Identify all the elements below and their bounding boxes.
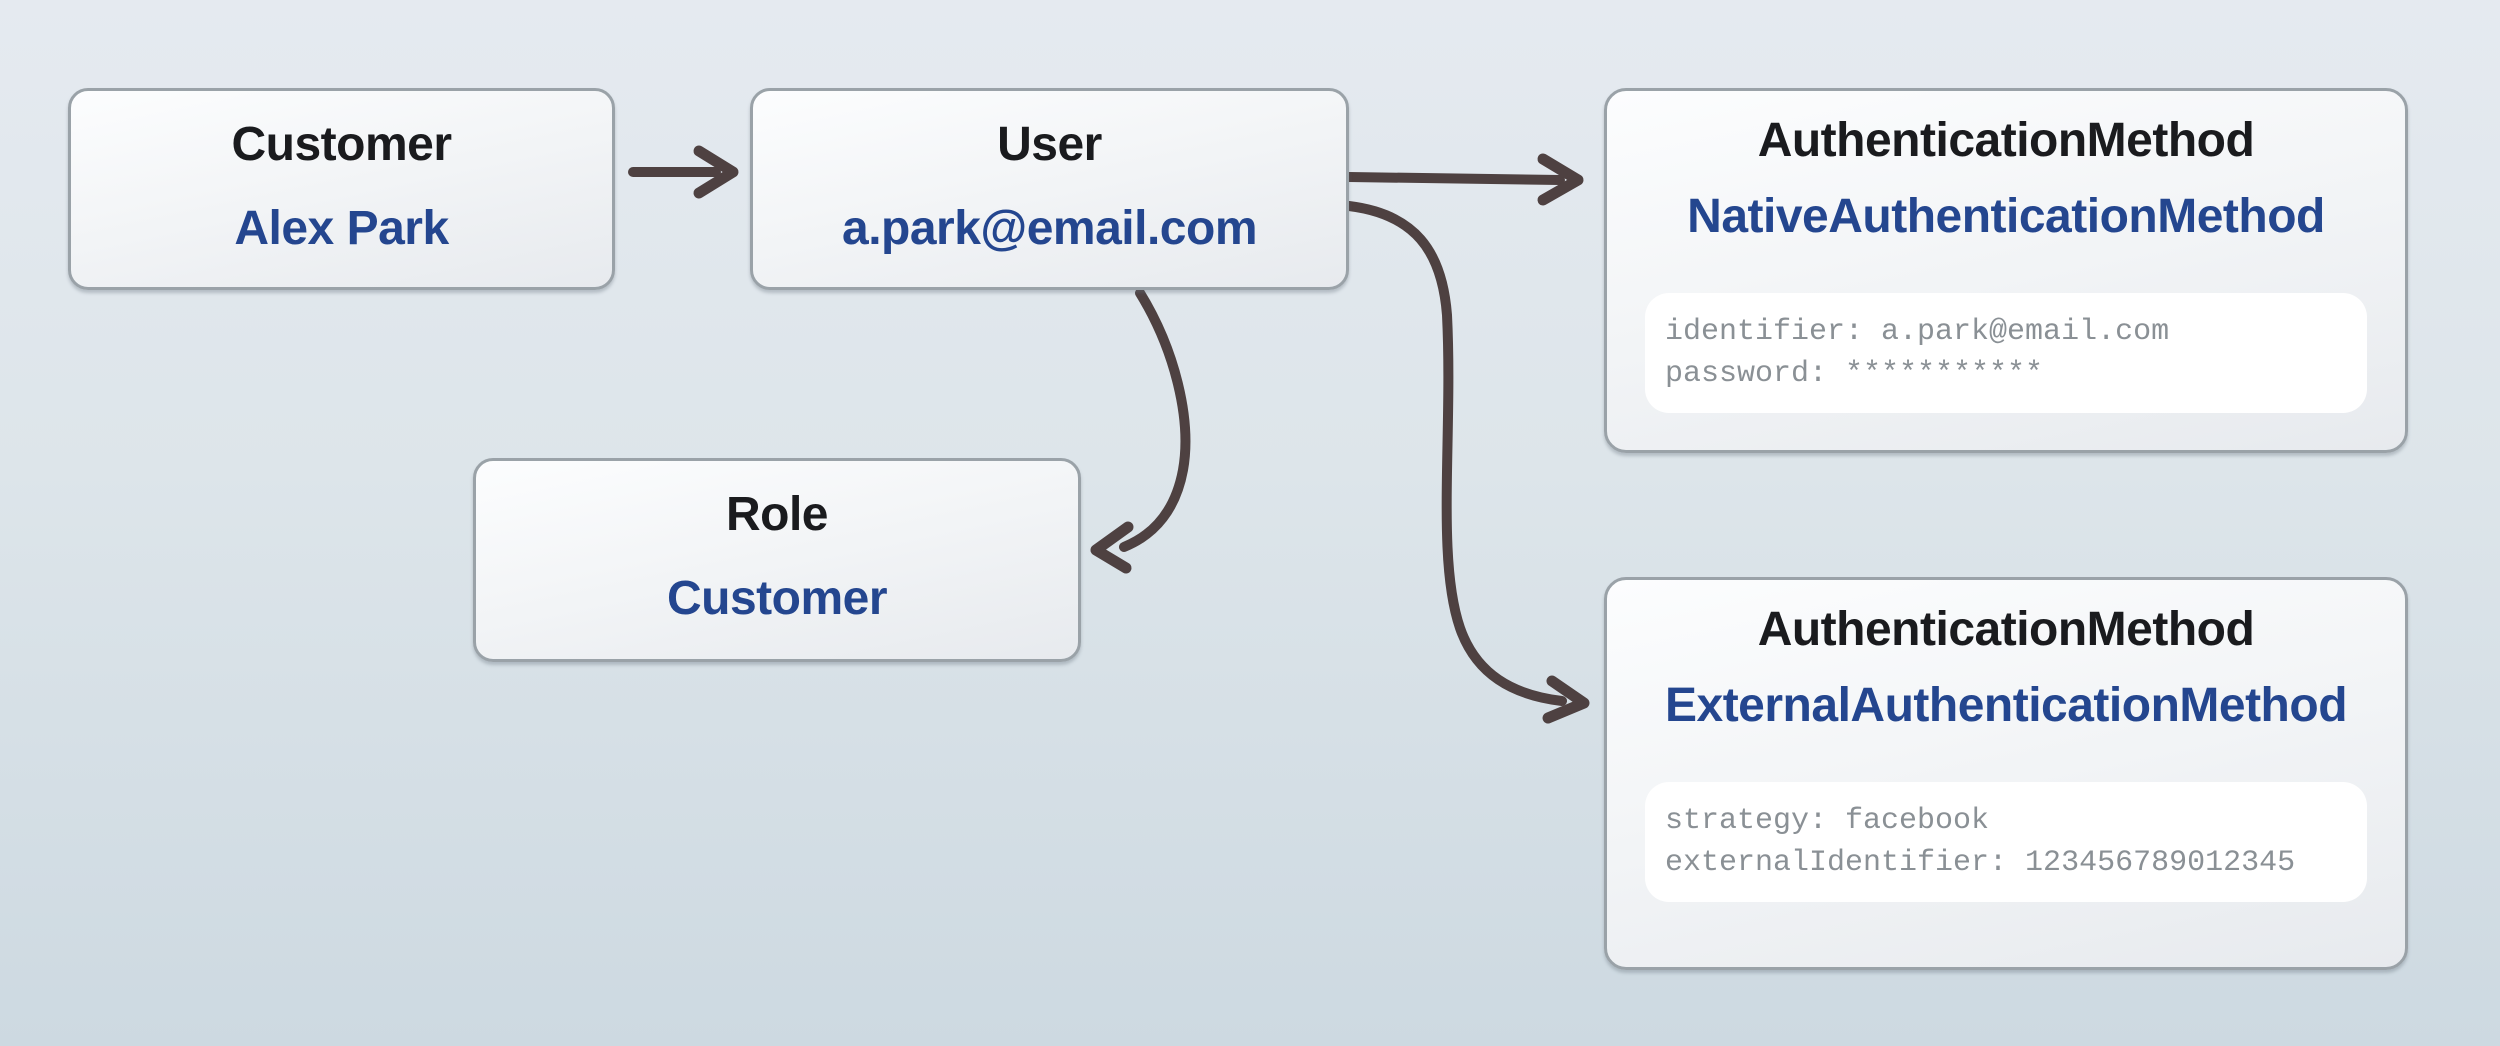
node-native-authentication-method: AuthenticationMethod NativeAuthenticatio…	[1604, 88, 2408, 453]
native-auth-attributes-panel: identifier: a.park@email.com password: *…	[1645, 293, 2367, 413]
node-external-auth-type-label: AuthenticationMethod	[1757, 603, 2255, 656]
node-user: User a.park@email.com	[750, 88, 1349, 290]
external-auth-attributes-panel: strategy: facebook externalIdentifier: 1…	[1645, 782, 2367, 902]
node-role: Role Customer	[473, 458, 1081, 662]
native-auth-password-attribute: password: ***********	[1665, 357, 2044, 391]
node-customer-type-label: Customer	[231, 118, 452, 171]
arrow-user-to-role	[1090, 288, 1191, 574]
node-user-value-label: a.park@email.com	[842, 202, 1258, 255]
node-role-type-label: Role	[725, 488, 829, 541]
node-native-auth-type-label: AuthenticationMethod	[1757, 114, 2255, 167]
node-external-auth-value-label: ExternalAuthenticationMethod	[1664, 679, 2348, 732]
external-auth-strategy-attribute: strategy: facebook	[1665, 804, 1990, 838]
arrow-user-to-native-auth	[1344, 153, 1584, 206]
node-external-authentication-method: AuthenticationMethod ExternalAuthenticat…	[1604, 577, 2408, 970]
native-auth-identifier-attribute: identifier: a.park@email.com	[1665, 315, 2170, 349]
arrow-customer-to-user	[628, 145, 739, 199]
arrow-user-to-external-auth	[1344, 201, 1590, 724]
node-user-type-label: User	[997, 118, 1102, 171]
node-customer-value-label: Alex Park	[234, 202, 449, 255]
node-role-value-label: Customer	[666, 572, 888, 625]
external-auth-identifier-attribute: externalIdentifier: 123456789012345	[1665, 846, 2296, 880]
node-native-auth-value-label: NativeAuthenticationMethod	[1687, 190, 2325, 243]
node-customer: Customer Alex Park	[68, 88, 615, 290]
